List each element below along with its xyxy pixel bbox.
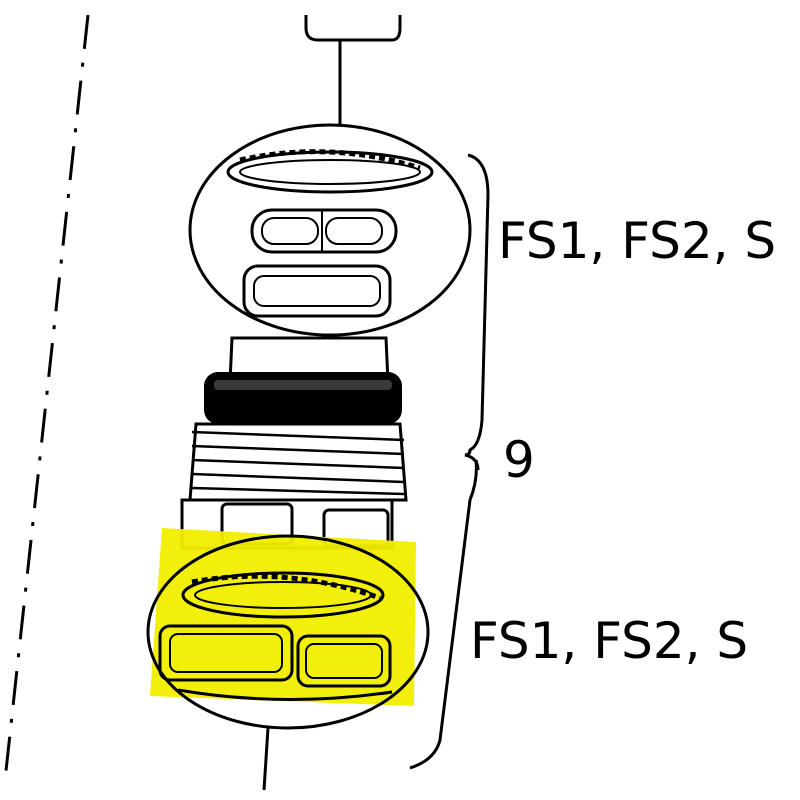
threaded-section (188, 422, 408, 502)
lower-o-ring (181, 571, 385, 619)
center-line (3, 14, 90, 781)
top-stem (304, 15, 402, 125)
lower-parts-label: FS1, FS2, S (470, 612, 748, 670)
lower-detail-circle (146, 534, 430, 730)
upper-seal-ring (250, 208, 398, 254)
upper-detail-circle (188, 123, 472, 337)
upper-parts-label: FS1, FS2, S (498, 212, 776, 270)
lower-seal-rings (158, 624, 393, 702)
upper-o-ring (226, 149, 434, 194)
upper-backup-ring (242, 264, 392, 318)
black-seal-band (204, 372, 402, 424)
valve-body (180, 336, 408, 550)
bottom-stem (262, 727, 270, 791)
assembly-brace (409, 153, 490, 770)
assembly-number-label: 9 (503, 431, 535, 489)
